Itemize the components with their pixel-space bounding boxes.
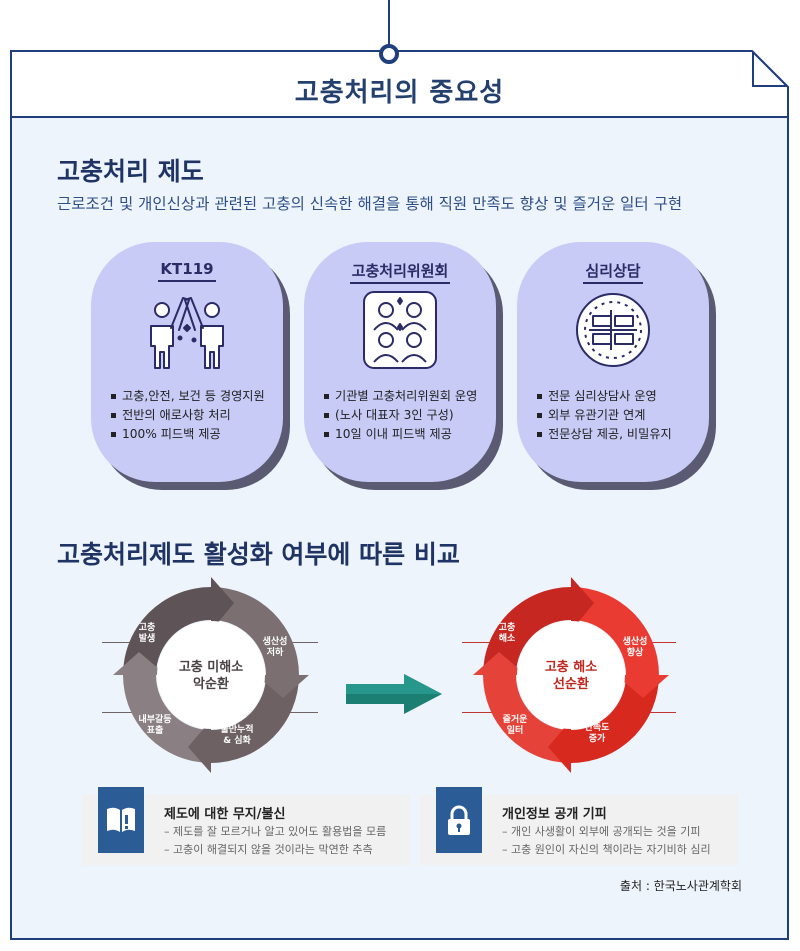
card-kt119: KT119 고충,안전, 보건 등 경영지원 전반의 애로사항 처리 100% …	[91, 242, 283, 482]
note-line: – 고충이 해결되지 않을 것이라는 막연한 추측	[164, 843, 373, 856]
connector-line	[640, 642, 676, 643]
note-title: 제도에 대한 무지/불신	[164, 807, 286, 822]
cycle-center-title: 고충 해소	[544, 660, 598, 675]
hands-together-icon	[576, 293, 650, 367]
book-icon	[107, 807, 135, 832]
teamwork-high-five-icon	[150, 297, 224, 369]
cycle-center-subtitle: 선순환	[553, 677, 589, 692]
list-item: 전문상담 제공, 비밀유지	[537, 425, 701, 444]
list-item: 전문 심리상담사 운영	[537, 387, 701, 406]
cycle-center-subtitle: 악순환	[193, 677, 229, 692]
connector-line	[640, 712, 676, 713]
note-line: – 제도를 잘 모르거나 알고 있어도 활용법을 모름	[164, 825, 387, 838]
list-item-continuation: 전반의 애로사항 처리	[111, 406, 275, 425]
hanging-line	[388, 0, 390, 46]
card-title: 고충처리위원회	[349, 262, 451, 284]
card-committee: 고충처리위원회 기관별 고충처리위원회 운영 (노사 대표자 3인 구성) 10…	[304, 242, 496, 482]
lock-icon	[448, 805, 470, 835]
connector-line	[282, 712, 318, 713]
connector-line	[462, 712, 498, 713]
transition-arrow-icon	[346, 674, 442, 714]
card-list: 전문 심리상담사 운영 외부 유관기관 연계 전문상담 제공, 비밀유지	[537, 387, 701, 444]
note-tab	[436, 787, 482, 853]
card-counseling: 심리상담 전문 심리상담사 운영 외부 유관기관 연계 전문상담 제공, 비밀유…	[517, 242, 709, 482]
reason-note-distrust: 제도에 대한 무지/불신 – 제도를 잘 모르거나 알고 있어도 활용법을 모름…	[82, 787, 410, 865]
header-bar: 고충처리의 중요성	[12, 52, 787, 118]
source-credit: 출처 : 한국노사관계학회	[619, 879, 742, 893]
card-title: 심리상담	[583, 262, 643, 284]
connector-line	[282, 642, 318, 643]
list-item-continuation: (노사 대표자 3인 구성)	[324, 406, 488, 425]
cycle-stage-label: 불만누적& 심화	[220, 725, 254, 746]
note-line: – 고충 원인이 자신의 책이라는 자기비하 심리	[502, 843, 711, 856]
reason-note-privacy: 개인정보 공개 기피 – 개인 사생활이 외부에 공개되는 것을 기피 – 고충…	[420, 787, 738, 865]
card-list: 기관별 고충처리위원회 운영 (노사 대표자 3인 구성) 10일 이내 피드백…	[324, 387, 488, 444]
hanging-ring	[379, 44, 399, 64]
folded-corner-icon	[751, 50, 789, 88]
connector-line	[462, 642, 498, 643]
section-subtitle-system: 근로조건 및 개인신상과 관련된 고충의 신속한 해결을 통해 직원 만족도 향…	[57, 195, 683, 213]
connector-line	[102, 712, 138, 713]
note-tab	[98, 787, 144, 853]
card-title: KT119	[158, 260, 216, 282]
list-item: 고충,안전, 보건 등 경영지원	[111, 387, 275, 406]
list-item: 외부 유관기관 연계	[537, 406, 701, 425]
cycle-center-title: 고충 미해소	[178, 660, 244, 675]
list-item: 10일 이내 피드백 제공	[324, 425, 488, 444]
cycle-ring-icon	[113, 577, 309, 773]
list-item: 기관별 고충처리위원회 운영	[324, 387, 488, 406]
note-line: – 개인 사생활이 외부에 공개되는 것을 기피	[502, 825, 701, 838]
list-item: 100% 피드백 제공	[111, 425, 275, 444]
note-title: 개인정보 공개 기피	[502, 807, 607, 822]
committee-meeting-icon	[363, 291, 437, 369]
page-title: 고충처리의 중요성	[294, 78, 505, 108]
connector-line	[102, 642, 138, 643]
section-title-system: 고충처리 제도	[57, 157, 204, 186]
card-list: 고충,안전, 보건 등 경영지원 전반의 애로사항 처리 100% 피드백 제공	[111, 387, 275, 444]
cycle-ring-icon	[473, 577, 669, 773]
section-title-comparison: 고충처리제도 활성화 여부에 따른 비교	[57, 540, 460, 569]
